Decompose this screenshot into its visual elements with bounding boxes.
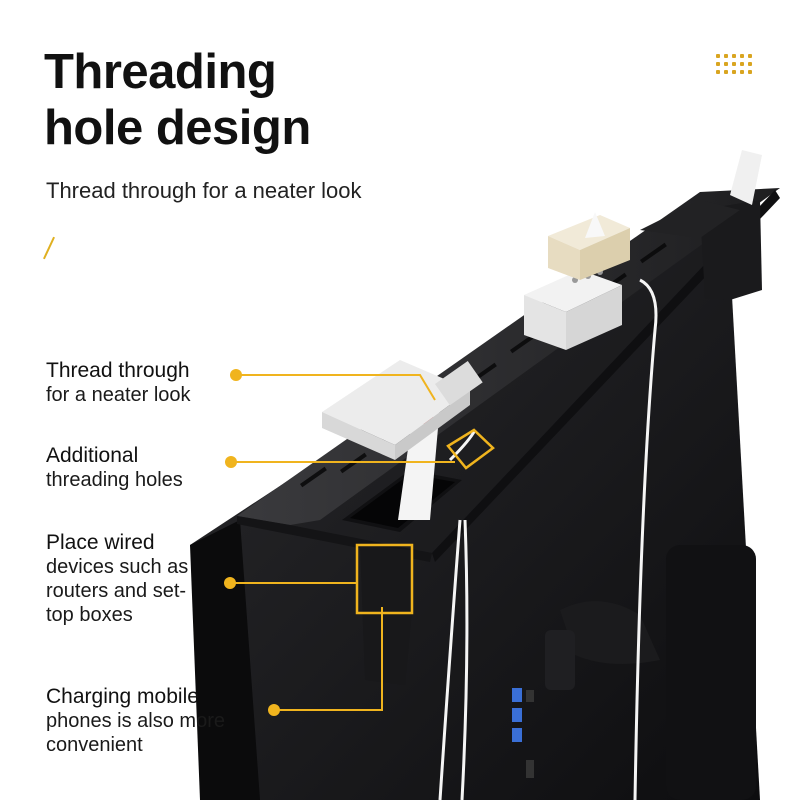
callout-body: for a neater look [46, 384, 191, 406]
callout-dots [224, 369, 280, 716]
highlight-boxes [355, 428, 495, 615]
callout-body: phones is also more convenient [46, 710, 225, 756]
callout-heading: Additional [46, 444, 139, 467]
callout-body: devices such as routers and set-top boxe… [46, 556, 189, 626]
page-title: Threading hole design [44, 44, 311, 156]
callout-heading: Place wired [46, 531, 155, 554]
callout-additional-holes: Additional threading holes [46, 443, 236, 492]
vesa-mount [545, 630, 575, 690]
callout-charging-phones: Charging mobile phones is also more conv… [46, 684, 286, 757]
tissue-box-device [548, 212, 630, 280]
rear-box-left [360, 545, 412, 685]
callout-body: threading holes [46, 469, 183, 491]
dot-grid-icon [716, 54, 752, 78]
callout-thread-through: Thread through for a neater look [46, 358, 236, 407]
callout-wired-devices: Place wired devices such as routers and … [46, 530, 206, 627]
callout-heading: Thread through [46, 359, 190, 382]
title-line-2: hole design [44, 101, 311, 155]
monitor-side [190, 520, 260, 800]
shelf-side-edge [432, 190, 780, 562]
callout-heading: Charging mobile [46, 685, 199, 708]
router-device [322, 360, 483, 460]
monitor-stand [666, 545, 756, 800]
title-line-1: Threading [44, 45, 277, 99]
cables [438, 278, 658, 800]
callout-leaders [230, 374, 455, 711]
remote-back [640, 150, 762, 238]
monitor-ports [512, 688, 534, 778]
subtitle: Thread through for a neater look [46, 178, 362, 203]
stand-arm [560, 601, 660, 664]
